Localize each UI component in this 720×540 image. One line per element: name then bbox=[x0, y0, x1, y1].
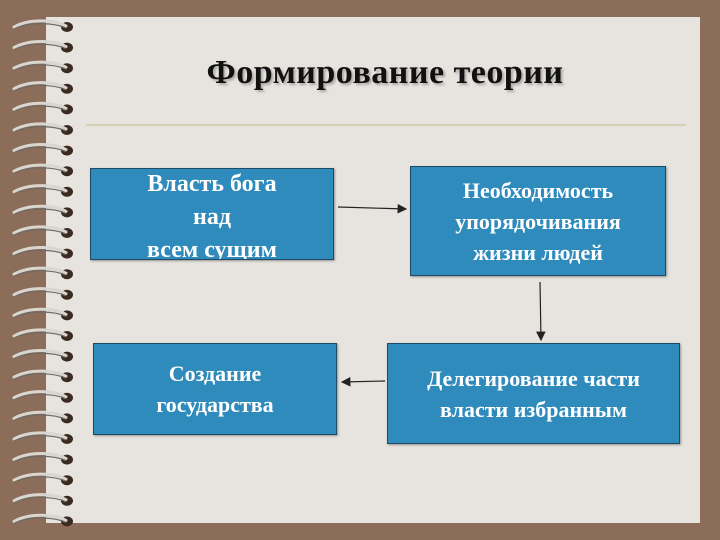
box-need-order-label: Необходимость упорядочивания жизни людей bbox=[455, 177, 621, 265]
arrow-4-to-3 bbox=[340, 377, 386, 387]
box-need-order: Необходимость упорядочивания жизни людей bbox=[410, 166, 666, 276]
slide-title: Формирование теории bbox=[206, 54, 564, 91]
box-power-of-god: Власть бога над всем сущим bbox=[90, 168, 334, 260]
title-divider bbox=[86, 124, 686, 126]
arrow-2-to-4 bbox=[536, 281, 546, 342]
box-state-creation: Создание государства bbox=[93, 343, 337, 435]
spiral-binding-icon bbox=[12, 19, 73, 527]
box-delegation-label: Делегирование части власти избранным bbox=[427, 365, 640, 422]
box-power-of-god-label: Власть бога над всем сущим bbox=[147, 171, 277, 260]
box-state-creation-label: Создание государства bbox=[156, 361, 274, 417]
arrow-1-to-2 bbox=[337, 203, 408, 214]
box-delegation: Делегирование части власти избранным bbox=[387, 343, 680, 444]
